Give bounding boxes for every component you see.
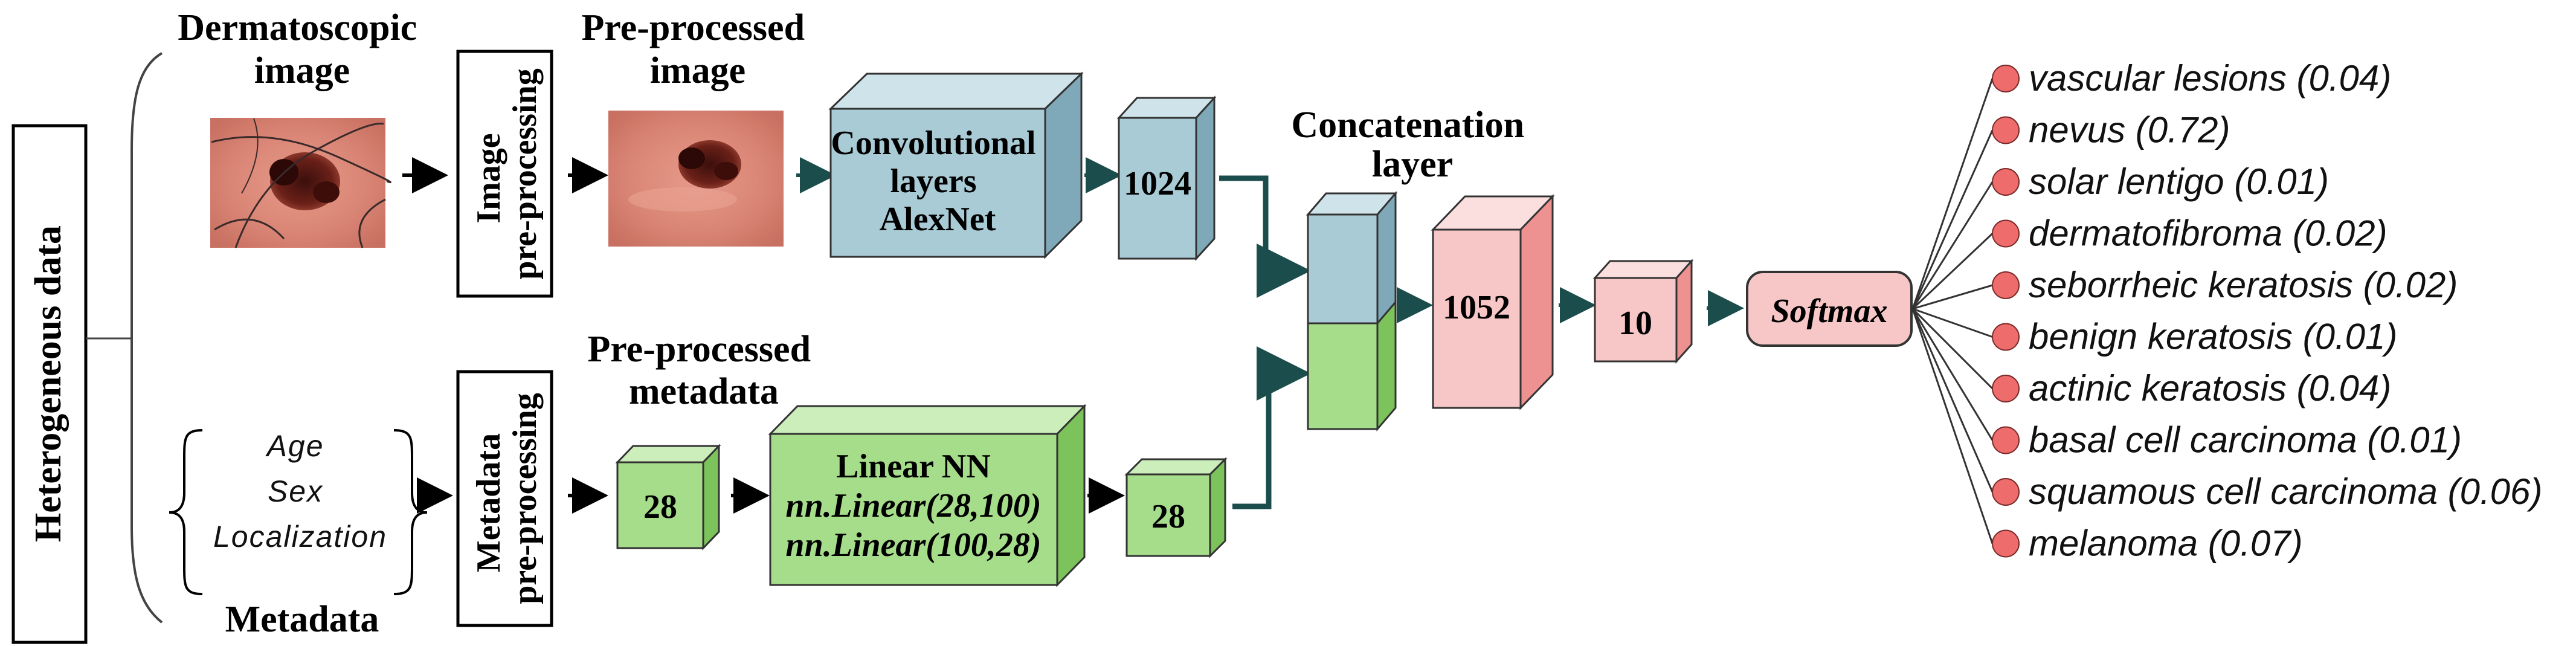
- output-dot: [1992, 116, 2020, 144]
- output-dot: [1992, 271, 2020, 299]
- output-10-block: 10: [1592, 259, 1694, 364]
- output-classes: vascular lesions (0.04) nevus (0.72) solar…: [1911, 58, 2542, 564]
- preprocessed-image-label: Pre-processed image: [581, 7, 814, 91]
- linear-layer-2: nn.Linear(100,28): [785, 526, 1041, 564]
- output-class-label: solar lentigo (0.01): [2029, 161, 2329, 202]
- output-class-label: vascular lesions (0.04): [2029, 58, 2391, 99]
- metadata-preprocessing-box: [456, 370, 553, 627]
- output-class-label: benign keratosis (0.01): [2029, 317, 2397, 357]
- output-dot: [1992, 219, 2020, 248]
- fc-1052-label: 1052: [1443, 289, 1510, 326]
- output-connector: [1912, 284, 1993, 310]
- dermatoscopic-image-label: Dermatoscopic image: [178, 7, 426, 91]
- output-class-label: squamous cell carcinoma (0.06): [2029, 471, 2542, 512]
- metadata-input-28-block: 28: [615, 444, 721, 551]
- image-preprocessing-box: [456, 50, 553, 298]
- output-dot: [1992, 375, 2020, 402]
- softmax-label: Softmax: [1771, 292, 1888, 330]
- input-brace: [130, 52, 163, 624]
- output-class-label: dermatofibroma (0.02): [2029, 213, 2388, 254]
- output-connector: [1911, 233, 1994, 310]
- concat-metadata-part: [1307, 322, 1379, 430]
- output-connector: [1911, 308, 1994, 390]
- output-dot: [1992, 478, 2020, 506]
- linear-nn-title: Linear NN: [836, 448, 991, 485]
- feature-1024-block: 1024: [1116, 95, 1217, 261]
- metadata-items: Age Sex Localization: [213, 429, 387, 554]
- linear-nn-block: Linear NN nn.Linear(28,100) nn.Linear(10…: [768, 404, 1087, 587]
- output-dot: [1992, 168, 2020, 196]
- output-class-label: melanoma (0.07): [2029, 523, 2303, 564]
- bottom-branch: Age Sex Localization Metadata Metadata p…: [169, 329, 1311, 640]
- preprocessed-metadata-label: Pre-processed metadata: [587, 329, 820, 412]
- output-class-label: basal cell carcinoma (0.01): [2029, 420, 2462, 460]
- preprocessed-image: [608, 111, 784, 247]
- linear-layer-1: nn.Linear(28,100): [785, 487, 1041, 525]
- output-class-label: actinic keratosis (0.04): [2029, 368, 2391, 409]
- output-dot: [1992, 65, 2020, 92]
- metadata-label: Metadata: [225, 599, 379, 640]
- output-connector: [1911, 308, 1994, 493]
- fc-1052-block: 1052: [1431, 194, 1555, 410]
- output-dot: [1992, 529, 2020, 558]
- concat-image-part: [1307, 213, 1379, 325]
- metadata-left-brace: [169, 429, 203, 595]
- metadata-preprocessing-label: Metadata pre-processing: [470, 393, 544, 604]
- output-class-label: seborrheic keratosis (0.02): [2029, 265, 2458, 305]
- output-connector: [1911, 308, 1994, 441]
- output-connector: [1911, 129, 1994, 309]
- concatenation-label: Concatenation layer: [1291, 105, 1533, 185]
- output-dot: [1992, 323, 2020, 351]
- output-connector: [1911, 181, 1994, 309]
- metadata-input-28-label: 28: [643, 488, 677, 526]
- output-connector: [1911, 308, 1994, 544]
- dermatoscopic-image: [210, 118, 391, 248]
- output-class-label: nevus (0.72): [2029, 110, 2230, 150]
- metadata-output-28-label: 28: [1151, 498, 1185, 535]
- conv-layers-label: Convolutional layers AlexNet: [831, 124, 1044, 238]
- feature-1024-label: 1024: [1124, 165, 1191, 202]
- top-branch: Dermatoscopic image Image pre-processing…: [178, 7, 1311, 298]
- softmax-block: Softmax: [1746, 271, 1913, 347]
- output-10-label: 10: [1618, 305, 1652, 342]
- output-connector: [1911, 78, 1994, 309]
- heterogeneous-data-block: Heterogeneous data: [11, 52, 163, 644]
- conv-layers-block: Convolutional layers AlexNet: [828, 71, 1084, 259]
- output-dot: [1992, 426, 2020, 454]
- concatenation-layer: Concatenation layer: [1291, 105, 1533, 432]
- output-connector: [1912, 308, 1993, 338]
- heterogeneous-data-label: Heterogeneous data: [28, 225, 69, 542]
- image-preprocessing-label: Image pre-processing: [470, 68, 544, 279]
- metadata-right-brace: [393, 429, 428, 595]
- metadata-output-28-block: 28: [1124, 457, 1228, 558]
